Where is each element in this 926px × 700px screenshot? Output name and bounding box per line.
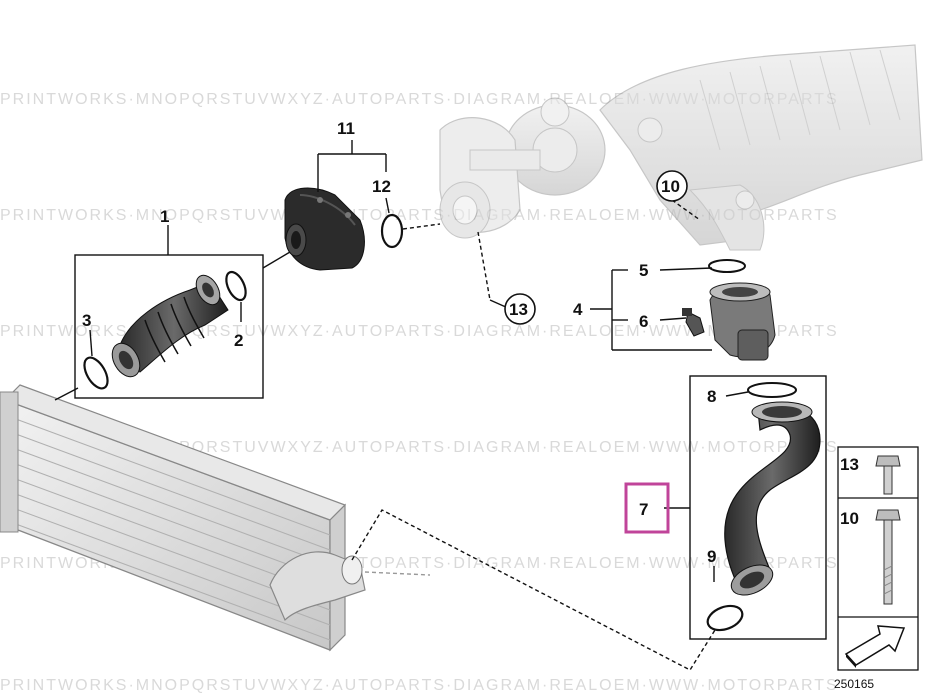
legend-panel: 13 10: [837, 446, 919, 671]
callout-labels: 1 2 3 4 5 6 7 8 9 10 11 12 13: [82, 119, 716, 566]
direction-arrow-icon: [844, 625, 906, 668]
callout-9: 9: [707, 547, 716, 566]
watermark-text: PRINTWORKS·MNOPQRSTUVWXYZ·AUTOPARTS·DIAG…: [0, 323, 839, 340]
watermark-text: PRINTWORKS·MNOPQRSTUVWXYZ·AUTOPARTS·DIAG…: [0, 439, 839, 456]
callout-13-circle: [504, 293, 536, 325]
charge-air-hose-1: [111, 274, 229, 378]
callout-12: 12: [372, 177, 391, 196]
callout-13: 13: [509, 300, 528, 319]
highlight-box-7: [624, 482, 670, 534]
callout-6: 6: [639, 312, 648, 331]
seal-ring-12: [380, 213, 404, 249]
legend-label-10: 10: [840, 509, 859, 528]
watermark-text: PRINTWORKS·MNOPQRSTUVWXYZ·AUTOPARTS·DIAG…: [0, 207, 839, 224]
charge-air-hose-7: [724, 401, 821, 596]
callout-5: 5: [639, 261, 648, 280]
bolt-10: [875, 509, 901, 605]
seal-ring-8: [747, 382, 797, 398]
seal-ring-5: [708, 259, 746, 273]
seal-ring-9: [706, 604, 744, 632]
callout-7: 7: [639, 500, 648, 519]
callout-8: 8: [707, 387, 716, 406]
diagram-number: 250165: [834, 677, 874, 691]
legend-label-13: 13: [840, 455, 859, 474]
leader-lines: [54, 140, 827, 671]
callout-10: 10: [661, 177, 680, 196]
intercooler: [0, 384, 366, 652]
turbocharger: [439, 97, 606, 239]
seal-ring-2: [225, 270, 247, 302]
watermark-text: PRINTWORKS·MNOPQRSTUVWXYZ·AUTOPARTS·DIAG…: [0, 677, 839, 694]
callout-10-circle: [656, 170, 688, 202]
callout-11: 11: [337, 119, 355, 138]
callout-3: 3: [82, 311, 91, 330]
bolt-13: [875, 455, 901, 495]
callout-1: 1: [160, 207, 169, 226]
throttle-housing: [284, 187, 365, 271]
callout-2: 2: [234, 331, 243, 350]
seal-ring-3: [83, 356, 109, 390]
sensor-6: [682, 308, 705, 337]
watermark: PRINTWORKS·MNOPQRSTUVWXYZ·AUTOPARTS·DIAG…: [0, 91, 839, 694]
sensor-housing-4: [709, 282, 776, 361]
callout-4: 4: [573, 300, 583, 319]
